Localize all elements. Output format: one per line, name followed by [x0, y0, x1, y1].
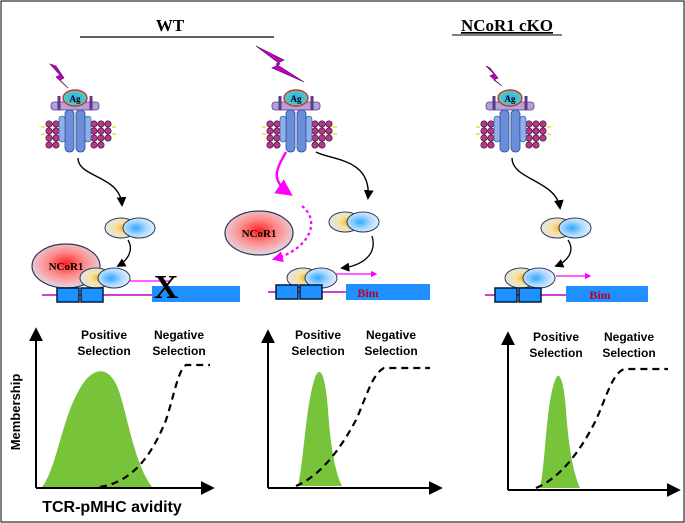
magenta-arrow [274, 151, 293, 196]
lightning-icon [485, 65, 503, 87]
gene-bar-bim [346, 284, 430, 300]
bound-complex [79, 267, 131, 289]
bim-label: Bim [589, 288, 610, 302]
signal-arrow [511, 157, 564, 210]
signaling-complex [540, 217, 592, 239]
positive-selection-curve [42, 371, 152, 487]
gene-bar-bim [566, 286, 648, 302]
ncor1-blob [224, 210, 294, 256]
positive-label-line1: Positive [81, 328, 127, 342]
positive-selection-curve [540, 375, 580, 488]
promoter-box [56, 287, 80, 303]
ag-label: Ag [505, 94, 516, 104]
negative-label-line2: Selection [602, 346, 655, 360]
negative-label-line1: Negative [604, 330, 654, 344]
panel-wt-high: Ag NCoR1 Bim [224, 45, 430, 300]
y-axis-label: Membership [8, 374, 23, 451]
gene-bar [152, 286, 240, 302]
promoter-box [80, 287, 104, 303]
signaling-complex [104, 217, 156, 239]
blocked-x: X [154, 269, 179, 306]
panel-cko: Ag Bim [474, 65, 648, 303]
negative-label-line2: Selection [152, 344, 205, 358]
lightning-icon [255, 45, 305, 83]
lightning-icon [49, 63, 69, 89]
ag-label: Ag [70, 94, 81, 104]
signal-arrow [315, 151, 374, 200]
promoter-box [518, 287, 542, 303]
ncor1-label: NCoR1 [49, 261, 84, 273]
plot-wt-low: Positive Selection Negative Selection Me… [8, 327, 215, 516]
bim-label: Bim [357, 286, 378, 300]
positive-label-line1: Positive [533, 330, 579, 344]
promoter-box [275, 284, 299, 300]
positive-selection-curve [298, 371, 342, 486]
recruit-arrow [116, 239, 132, 267]
panel-wt-low: Ag NCoR1 X [31, 63, 240, 306]
signal-arrow [77, 157, 127, 207]
promoter-box [494, 287, 518, 303]
positive-label-line2: Selection [77, 344, 130, 358]
ncor1-label: NCoR1 [242, 228, 277, 240]
signaling-complex [328, 211, 380, 233]
title-cko: NCoR1 cKO [461, 16, 553, 35]
dissociation-arrow [271, 205, 313, 263]
plot-cko: Positive Selection Negative Selection [501, 330, 681, 497]
positive-label-line1: Positive [295, 328, 341, 342]
promoter-box [299, 284, 323, 300]
plot-wt-high: Positive Selection Negative Selection [261, 328, 443, 495]
negative-selection-curve [295, 366, 430, 488]
x-axis-label: TCR-pMHC avidity [42, 499, 182, 516]
positive-label-line2: Selection [291, 344, 344, 358]
positive-label-line2: Selection [529, 346, 582, 360]
negative-label-line2: Selection [364, 344, 417, 358]
negative-label-line1: Negative [366, 328, 416, 342]
negative-selection-curve [99, 363, 210, 489]
ag-label: Ag [291, 94, 302, 104]
bound-complex [504, 267, 556, 289]
recruit-arrow [554, 239, 572, 268]
recruit-arrow [340, 235, 374, 272]
negative-label-line1: Negative [154, 328, 204, 342]
title-wt: WT [156, 16, 185, 35]
